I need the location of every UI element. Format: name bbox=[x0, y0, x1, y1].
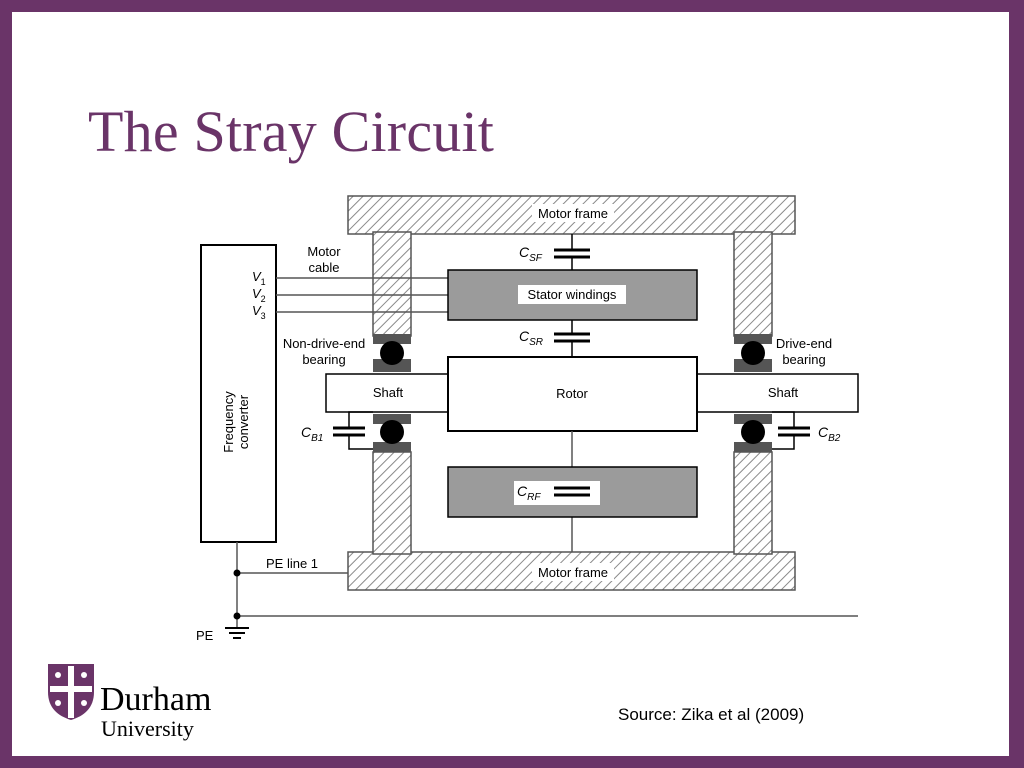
non-drive-end-bearing-bottom bbox=[380, 420, 404, 444]
rotor-label: Rotor bbox=[556, 386, 588, 401]
pe-line-1-label: PE line 1 bbox=[266, 556, 318, 571]
drive-end-bearing-bottom bbox=[741, 420, 765, 444]
frequency-converter-label-2: converter bbox=[236, 394, 251, 449]
slide: The Stray Circuit Motor frame Motor fram… bbox=[12, 12, 1009, 756]
frequency-converter-label-1: Frequency bbox=[221, 391, 236, 453]
shaft-left-label: Shaft bbox=[373, 385, 404, 400]
capacitor-csf-label: CSF bbox=[519, 244, 543, 264]
motor-frame-top-label: Motor frame bbox=[538, 206, 608, 221]
motor-frame-right-upper bbox=[733, 231, 773, 337]
shaft-left bbox=[325, 373, 449, 413]
non-drive-end-label-2: bearing bbox=[302, 352, 345, 367]
frequency-converter bbox=[200, 244, 277, 543]
shaft-right-label: Shaft bbox=[768, 385, 799, 400]
motor-frame-left-upper bbox=[372, 231, 412, 337]
motor-frame-left-lower bbox=[372, 451, 412, 555]
non-drive-end-bearing-top bbox=[380, 341, 404, 365]
source-citation: Source: Zika et al (2009) bbox=[618, 705, 805, 724]
logo-name-line-2: University bbox=[101, 716, 194, 741]
motor-cable-label-1: Motor bbox=[307, 244, 341, 259]
ground-icon bbox=[225, 627, 249, 639]
voltage-v2-label: V2 bbox=[252, 286, 266, 304]
durham-university-logo: Durham University bbox=[48, 664, 211, 741]
voltage-v1-label: V1 bbox=[252, 269, 266, 287]
logo-name-line-1: Durham bbox=[100, 681, 211, 718]
drive-end-bearing-top bbox=[741, 341, 765, 365]
stray-circuit-diagram: Motor frame Motor frame Frequency conver… bbox=[196, 195, 859, 643]
shaft-right bbox=[695, 373, 859, 413]
page-title: The Stray Circuit bbox=[88, 99, 495, 164]
drive-end-label-2: bearing bbox=[782, 352, 825, 367]
capacitor-cb2-label: CB2 bbox=[818, 424, 841, 444]
durham-shield-icon bbox=[48, 664, 94, 720]
capacitor-crf-label: CRF bbox=[517, 483, 541, 503]
stator-windings-label: Stator windings bbox=[528, 287, 617, 302]
motor-frame-bottom-label: Motor frame bbox=[538, 565, 608, 580]
non-drive-end-label-1: Non-drive-end bbox=[283, 336, 365, 351]
motor-frame-right-lower bbox=[733, 451, 773, 555]
motor-cable-label-2: cable bbox=[308, 260, 339, 275]
pe-label: PE bbox=[196, 628, 214, 643]
drive-end-label-1: Drive-end bbox=[776, 336, 832, 351]
capacitor-csr-label: CSR bbox=[519, 328, 543, 348]
voltage-v3-label: V3 bbox=[252, 303, 266, 321]
capacitor-cb1-label: CB1 bbox=[301, 424, 323, 444]
